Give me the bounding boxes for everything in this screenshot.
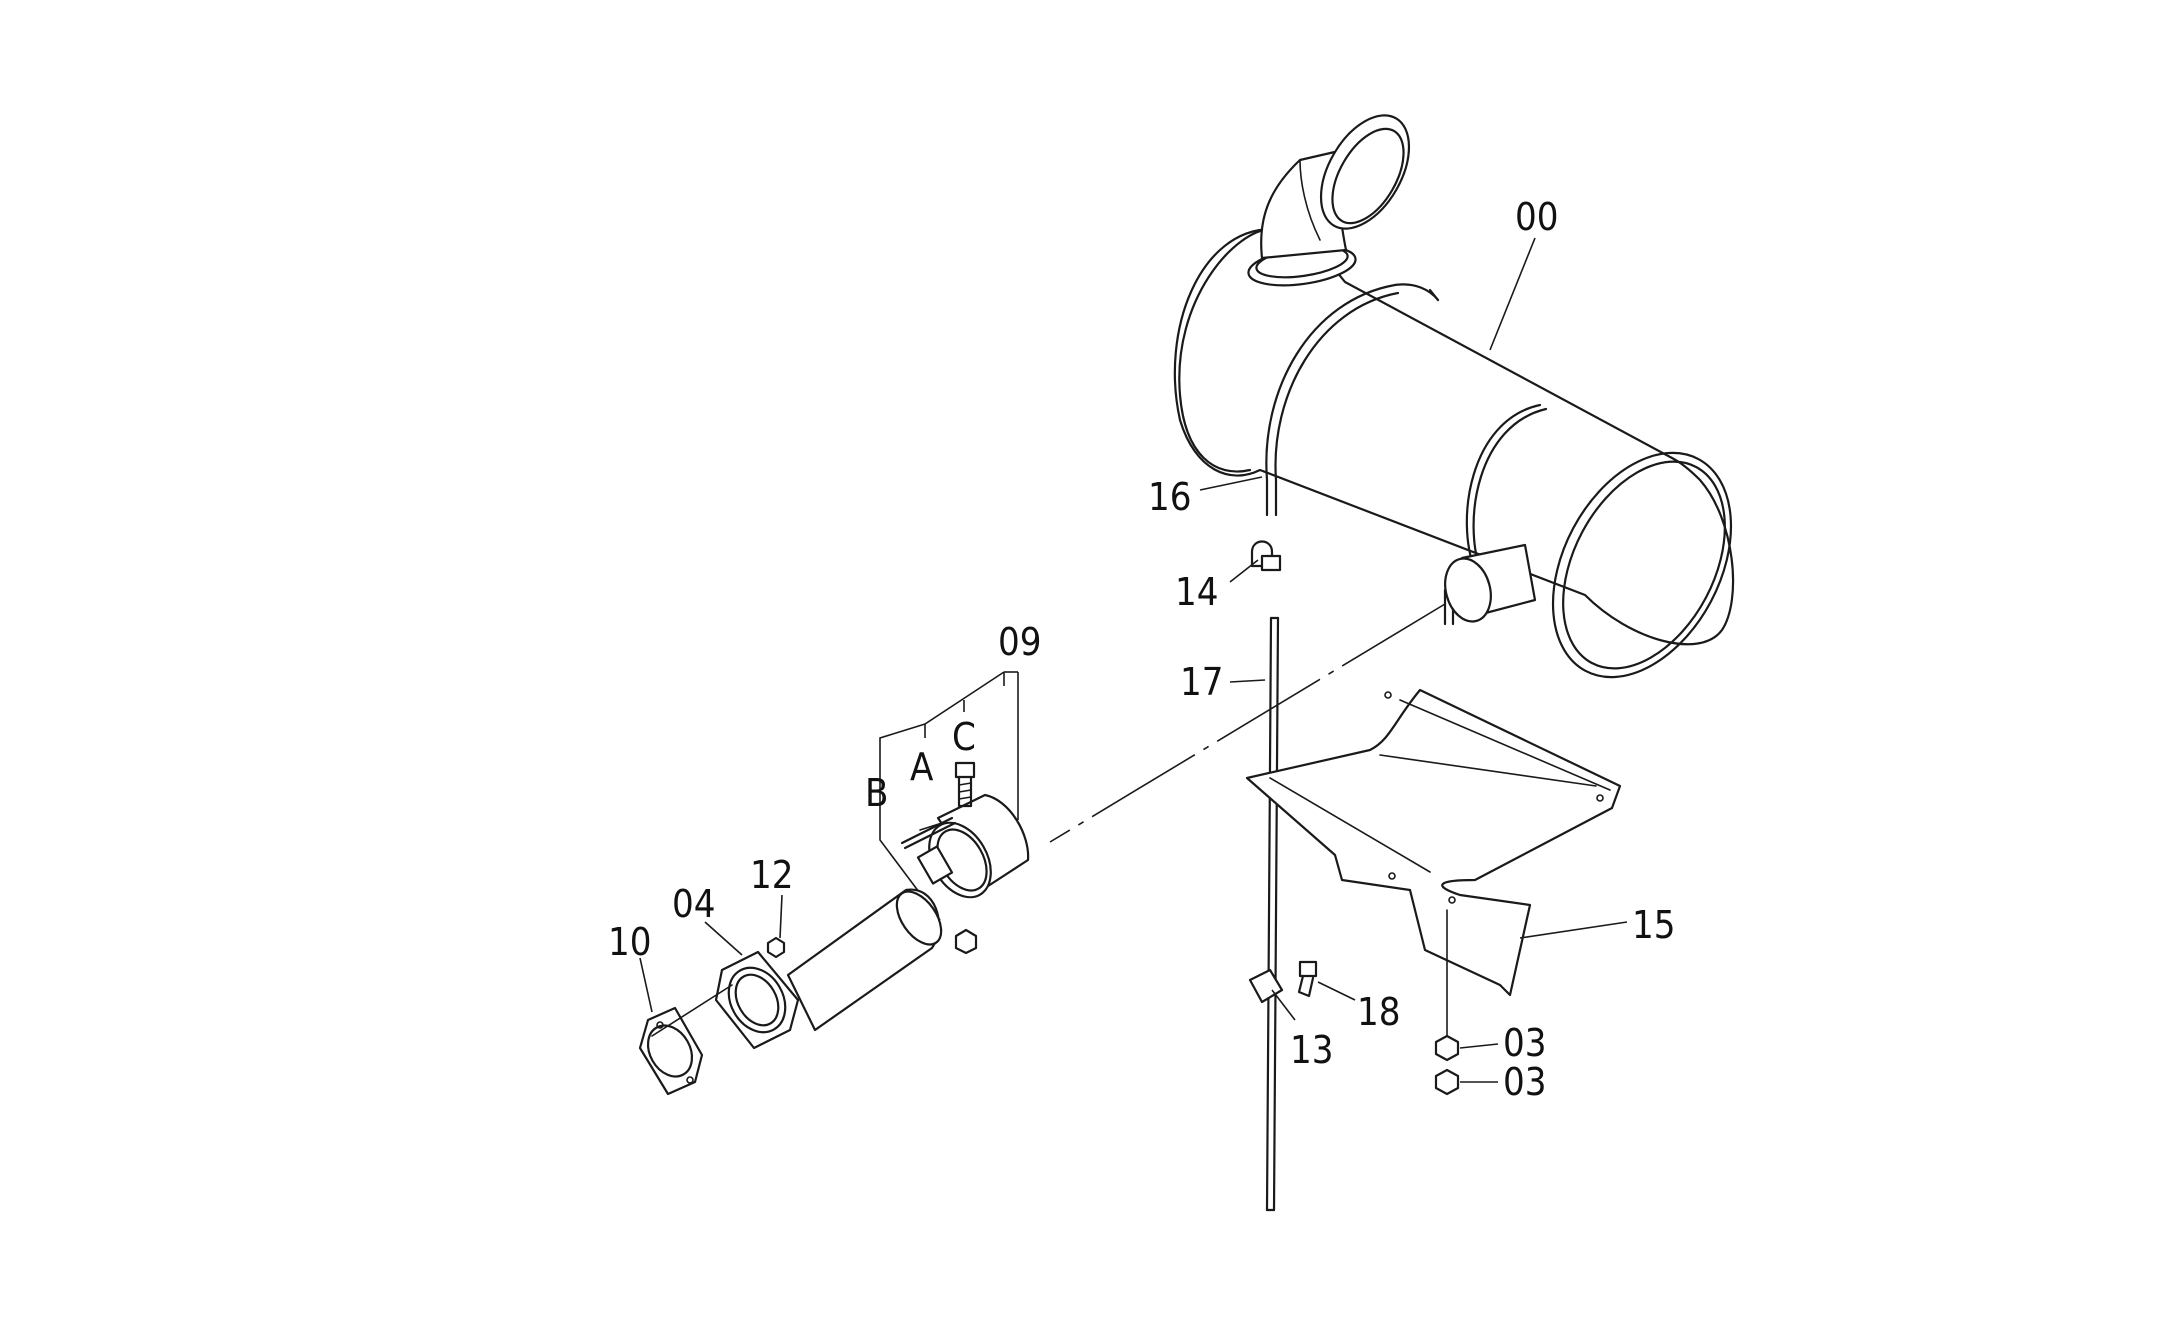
clamp-bolt-c <box>954 761 976 808</box>
callout-14: 14 <box>1175 570 1219 614</box>
callout-b: B <box>865 771 888 815</box>
callout-03-lower: 03 <box>1503 1060 1547 1104</box>
nut-12 <box>766 936 786 959</box>
callout-13: 13 <box>1290 1028 1334 1072</box>
callout-17: 17 <box>1180 660 1224 704</box>
exhaust-stack-elbow <box>1247 114 1411 287</box>
callout-09: 09 <box>998 620 1042 664</box>
bolt-18 <box>1297 960 1318 998</box>
nut-03-lower <box>1434 1068 1460 1096</box>
nut-03-upper <box>1434 1034 1460 1062</box>
callout-c: C <box>952 715 976 759</box>
callout-03-upper: 03 <box>1503 1021 1547 1065</box>
leader-lines <box>639 237 1628 1083</box>
callout-16: 16 <box>1148 475 1192 519</box>
callout-18: 18 <box>1357 990 1401 1034</box>
support-rod <box>1265 616 1280 1212</box>
callout-04: 04 <box>672 882 716 926</box>
flange-gasket <box>638 1006 704 1096</box>
callout-15: 15 <box>1632 903 1676 947</box>
assembly-center-line <box>1049 603 1446 843</box>
muffler-inlet-stub <box>1444 543 1537 623</box>
callout-09-bracket <box>879 671 1019 921</box>
pipe-clamp <box>916 793 1030 899</box>
rod-clip <box>1250 540 1282 572</box>
clamp-stud-a <box>900 816 957 850</box>
muffler-body <box>1173 227 1735 679</box>
callout-10: 10 <box>608 920 652 964</box>
gasket-alignment-line <box>651 984 733 1037</box>
callout-12: 12 <box>750 853 794 897</box>
heat-shield <box>1245 688 1622 997</box>
clamp-nut-b <box>954 928 978 955</box>
callout-00: 00 <box>1515 195 1559 239</box>
pipe-flange <box>714 950 800 1050</box>
callout-a: A <box>910 745 934 789</box>
rod-clamp-bracket <box>1248 968 1284 1004</box>
exhaust-pipe <box>786 888 943 1032</box>
